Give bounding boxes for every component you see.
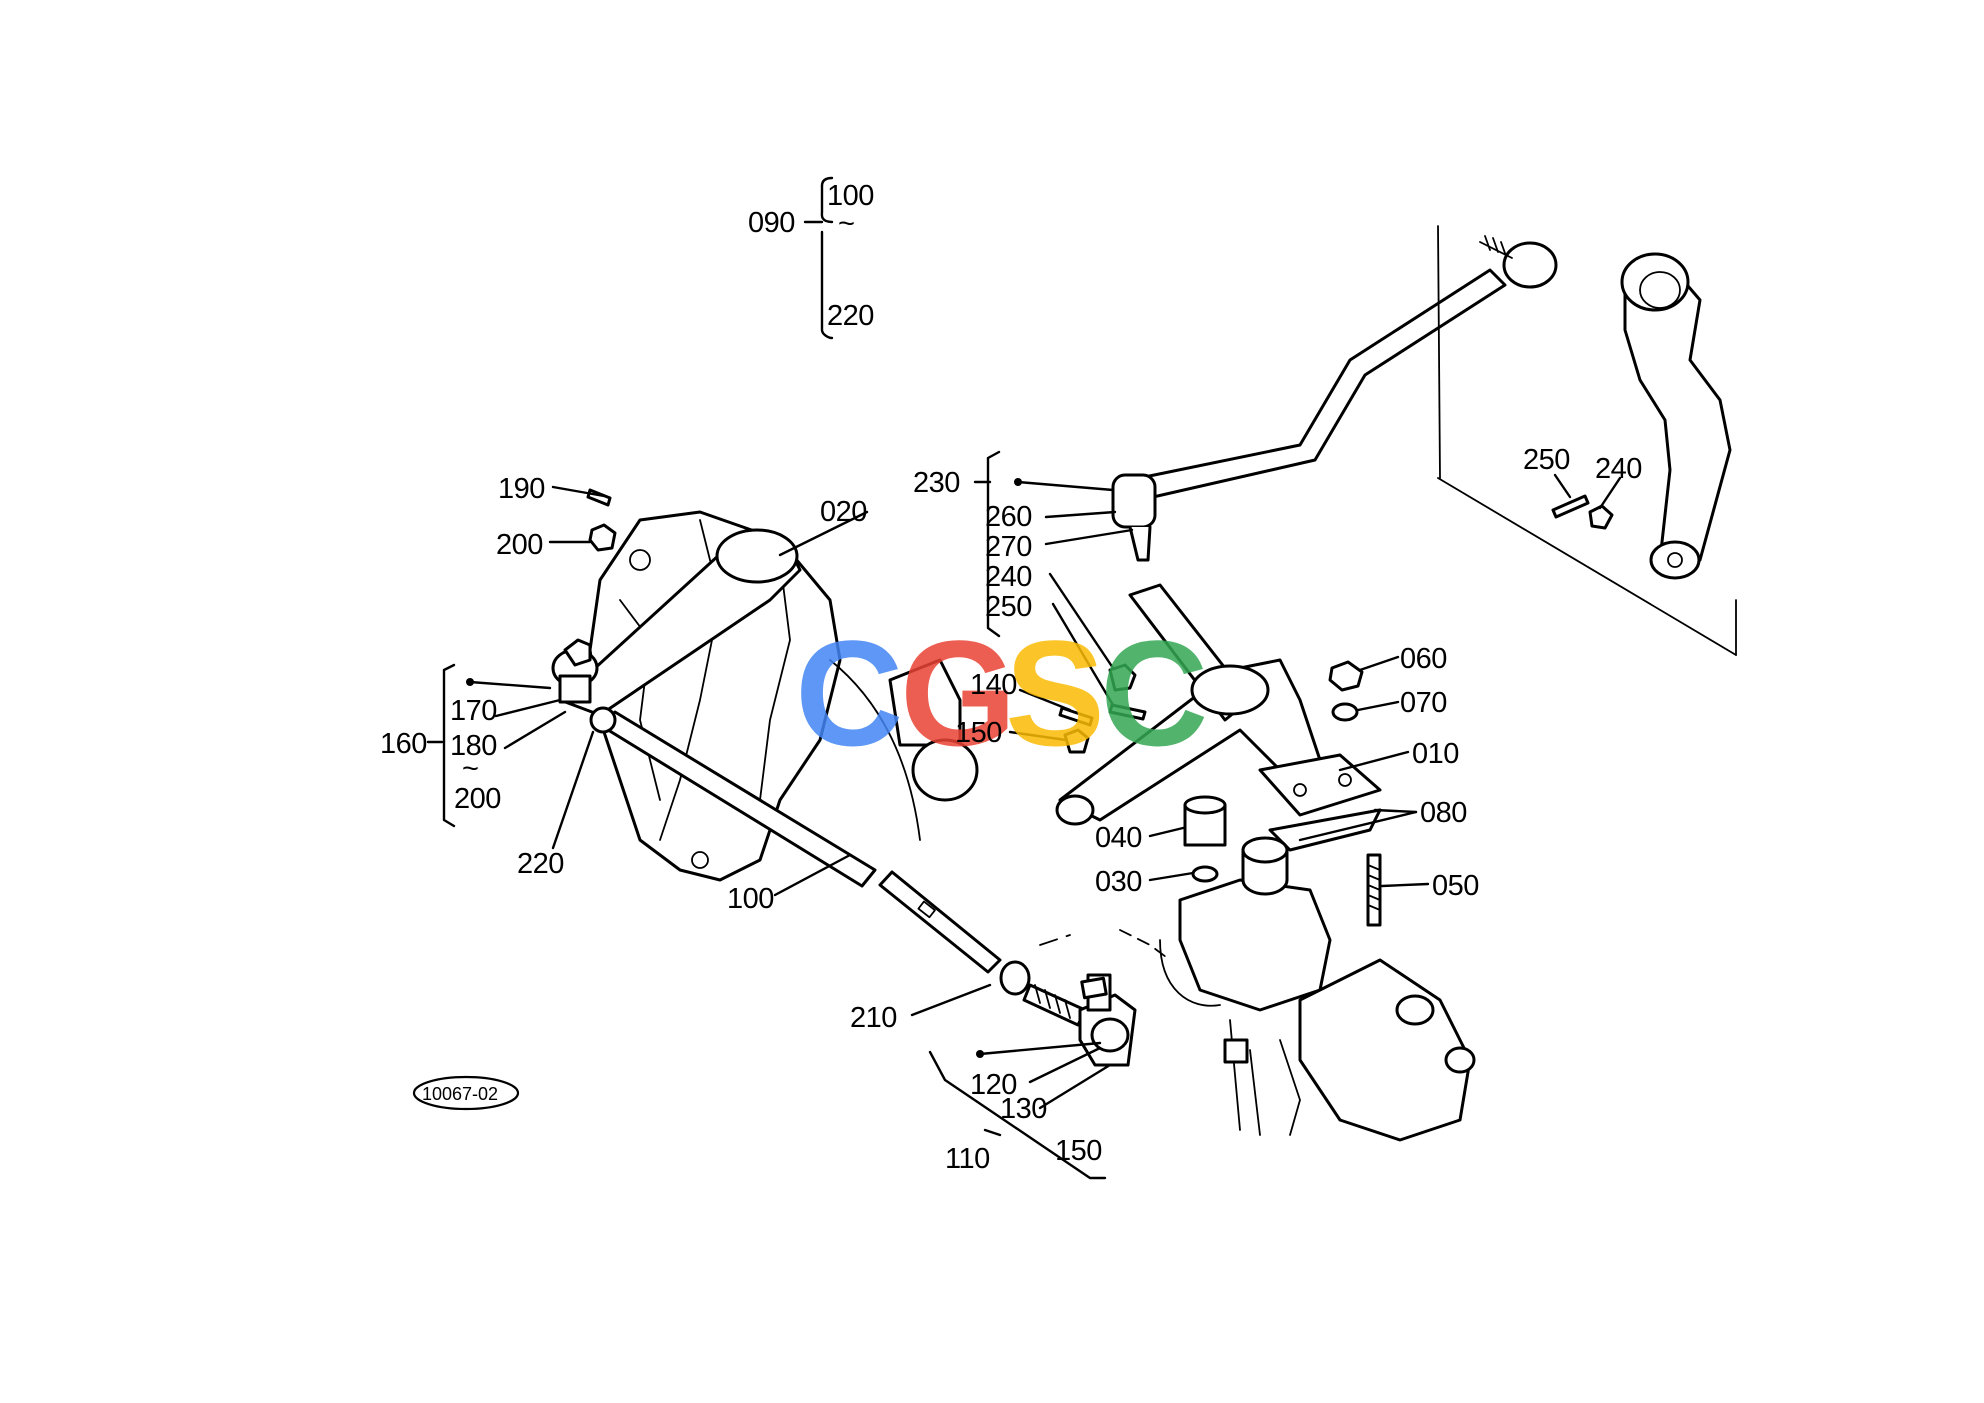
callout-090-to: 220	[827, 300, 874, 332]
phantom-lines	[1039, 225, 1737, 961]
callout-090: 090	[748, 207, 795, 239]
callout-230: 230	[913, 467, 960, 499]
callout-070: 070	[1400, 687, 1447, 719]
knuckle-arm	[1055, 583, 1382, 852]
watermark-letter-4: C	[1100, 609, 1208, 777]
bolt-250-right	[1551, 494, 1614, 530]
watermark-letter-2: G	[900, 609, 1017, 777]
stud-050	[1328, 660, 1382, 927]
callout-190: 190	[498, 473, 545, 505]
callout-110: 110	[945, 1143, 990, 1175]
drawing-code-text: 10067-02	[422, 1084, 498, 1104]
mid-hardware	[1058, 663, 1147, 1000]
callout-050: 050	[1432, 870, 1479, 902]
callout-240: 240	[985, 561, 1032, 593]
callout-200: 200	[496, 529, 543, 561]
callout-090-from: 100	[827, 180, 874, 212]
callout-030: 030	[1095, 866, 1142, 898]
callout-140: 140	[970, 669, 1017, 701]
callout-labels: 090 100 ~ 220 020 190 200 160 170 180 ~ …	[380, 180, 1642, 1175]
callout-040: 040	[1095, 822, 1142, 854]
callout-120: 120	[970, 1069, 1017, 1101]
pitman-arm-right	[1620, 252, 1732, 580]
watermark-logo: C G S C	[795, 609, 1208, 777]
callout-260: 260	[985, 501, 1032, 533]
callout-080: 080	[1420, 797, 1467, 829]
callout-210: 210	[850, 1002, 897, 1034]
callout-090-tilde: ~	[838, 208, 854, 240]
callout-100: 100	[727, 883, 774, 915]
callout-010: 010	[1412, 738, 1459, 770]
callout-020: 020	[820, 496, 867, 528]
leader-lines	[426, 176, 1622, 1180]
callout-250: 250	[985, 591, 1032, 623]
callout-180: 180	[450, 730, 497, 762]
callout-150: 150	[955, 717, 1002, 749]
callout-250-right: 250	[1523, 444, 1570, 476]
callout-220: 220	[517, 848, 564, 880]
callout-180-tilde: ~	[462, 753, 478, 785]
callout-130: 130	[1000, 1093, 1047, 1125]
drag-link-upper	[1111, 235, 1558, 562]
front-axle-housing	[1159, 836, 1476, 1142]
spacer-040	[1183, 795, 1227, 883]
callout-060: 060	[1400, 643, 1447, 675]
tie-rod-end-lower	[999, 960, 1137, 1067]
tie-rod-tube	[589, 706, 1002, 974]
watermark-letter-1: C	[795, 609, 903, 777]
callout-200-range: 200	[454, 783, 501, 815]
callout-270: 270	[985, 531, 1032, 563]
callout-160: 160	[380, 728, 427, 760]
callout-150-range: 150	[1055, 1135, 1102, 1167]
callout-170: 170	[450, 695, 497, 727]
callout-240-right: 240	[1595, 453, 1642, 485]
watermark-letter-3: S	[1005, 609, 1105, 777]
gearbox-output	[888, 658, 979, 802]
drawing-code-badge: 10067-02	[412, 1075, 520, 1111]
